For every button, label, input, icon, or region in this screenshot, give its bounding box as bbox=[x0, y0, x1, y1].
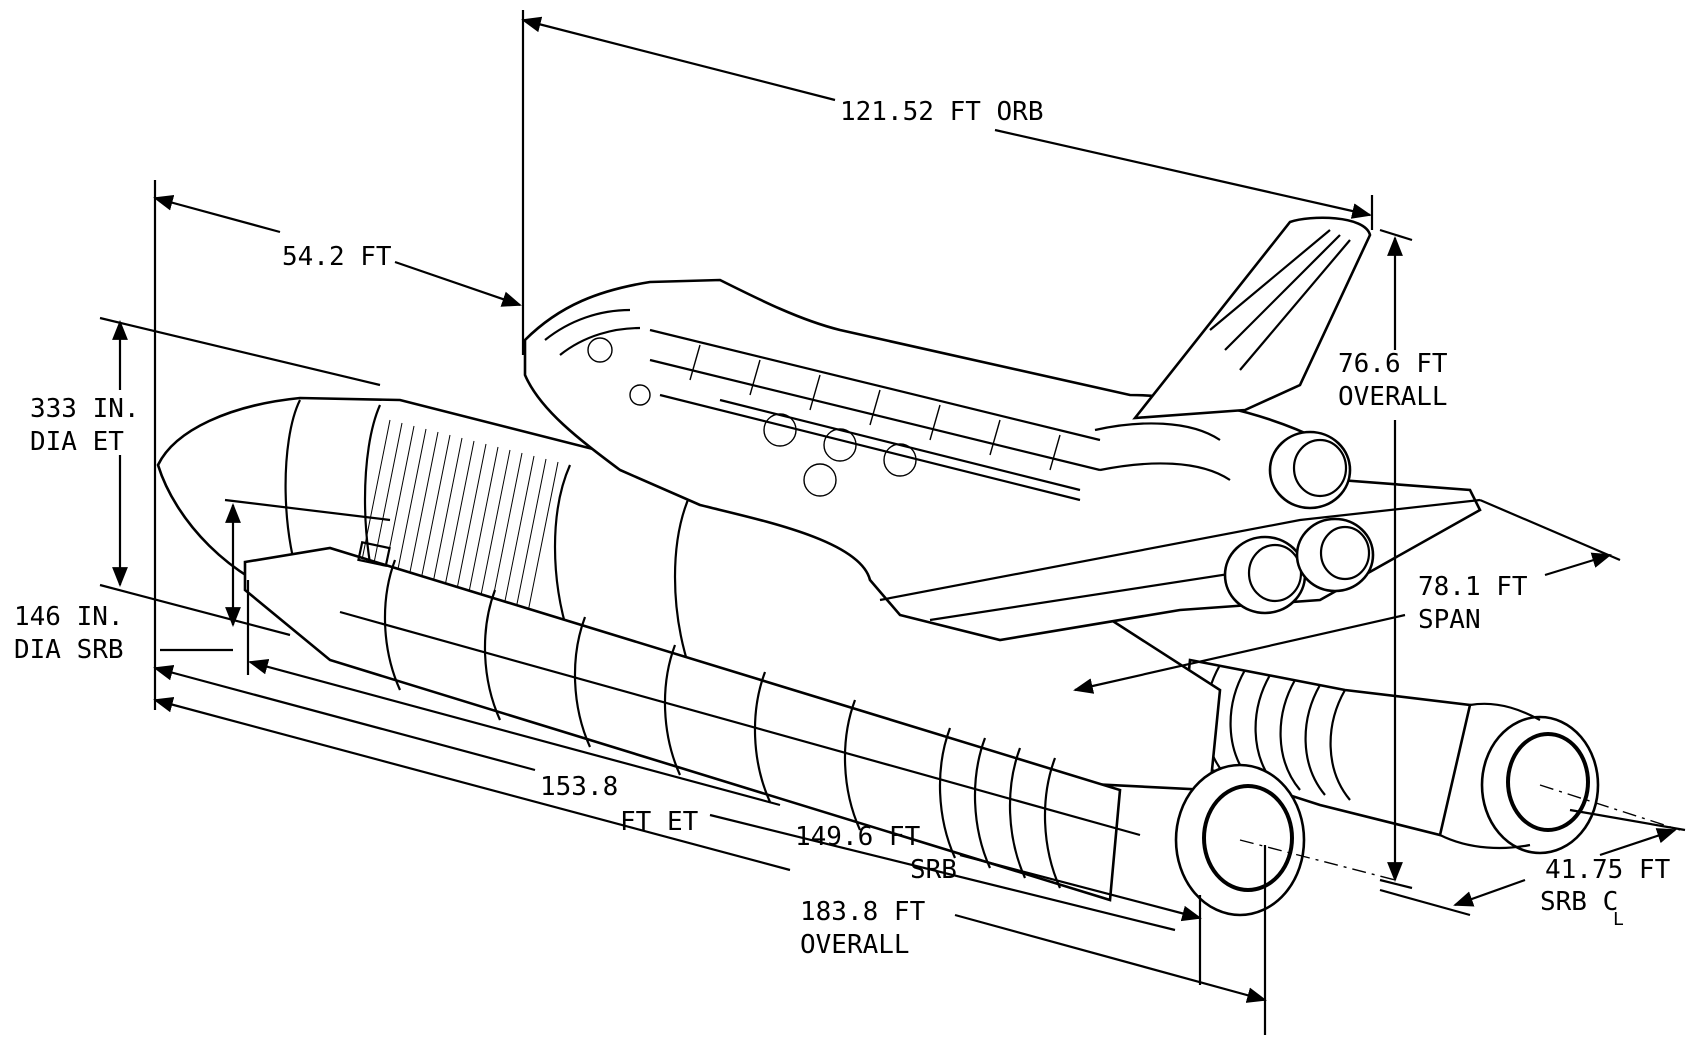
orbiter bbox=[523, 216, 1482, 642]
dimension-lines bbox=[99, 10, 1686, 1035]
label-overall-length-line1: 183.8 FT bbox=[800, 897, 926, 927]
label-orbiter-length: 121.52 FT ORB bbox=[840, 97, 1044, 127]
label-srb-diameter-line2: DIA SRB bbox=[14, 635, 124, 665]
label-overall-length-line2: OVERALL bbox=[800, 930, 910, 960]
near-solid-rocket-booster bbox=[243, 540, 1306, 917]
label-span-line2: SPAN bbox=[1418, 605, 1481, 635]
label-srb-spacing-line1: 41.75 FT bbox=[1545, 855, 1671, 885]
label-et-diameter-line2: DIA ET bbox=[30, 427, 124, 457]
label-nose-offset: 54.2 FT bbox=[282, 242, 392, 272]
label-srb-diameter-line1: 146 IN. bbox=[14, 602, 124, 632]
label-centerline-mark: L bbox=[1613, 909, 1624, 930]
label-overall-height-line2: OVERALL bbox=[1338, 382, 1448, 412]
label-et-length-line2: FT ET bbox=[620, 807, 699, 837]
label-overall-height-line1: 76.6 FT bbox=[1338, 349, 1448, 379]
label-srb-length-line2: SRB bbox=[910, 855, 957, 885]
label-srb-spacing-line2: SRB C bbox=[1540, 887, 1618, 917]
label-et-diameter-line1: 333 IN. bbox=[30, 394, 140, 424]
label-srb-length-line1: 149.6 FT bbox=[795, 822, 921, 852]
label-et-length-line1: 153.8 bbox=[540, 772, 618, 802]
label-span-line1: 78.1 FT bbox=[1418, 572, 1528, 602]
dimension-labels: 121.52 FT ORB 54.2 FT 333 IN. DIA ET 146… bbox=[14, 97, 1671, 960]
external-tank bbox=[156, 396, 1222, 792]
